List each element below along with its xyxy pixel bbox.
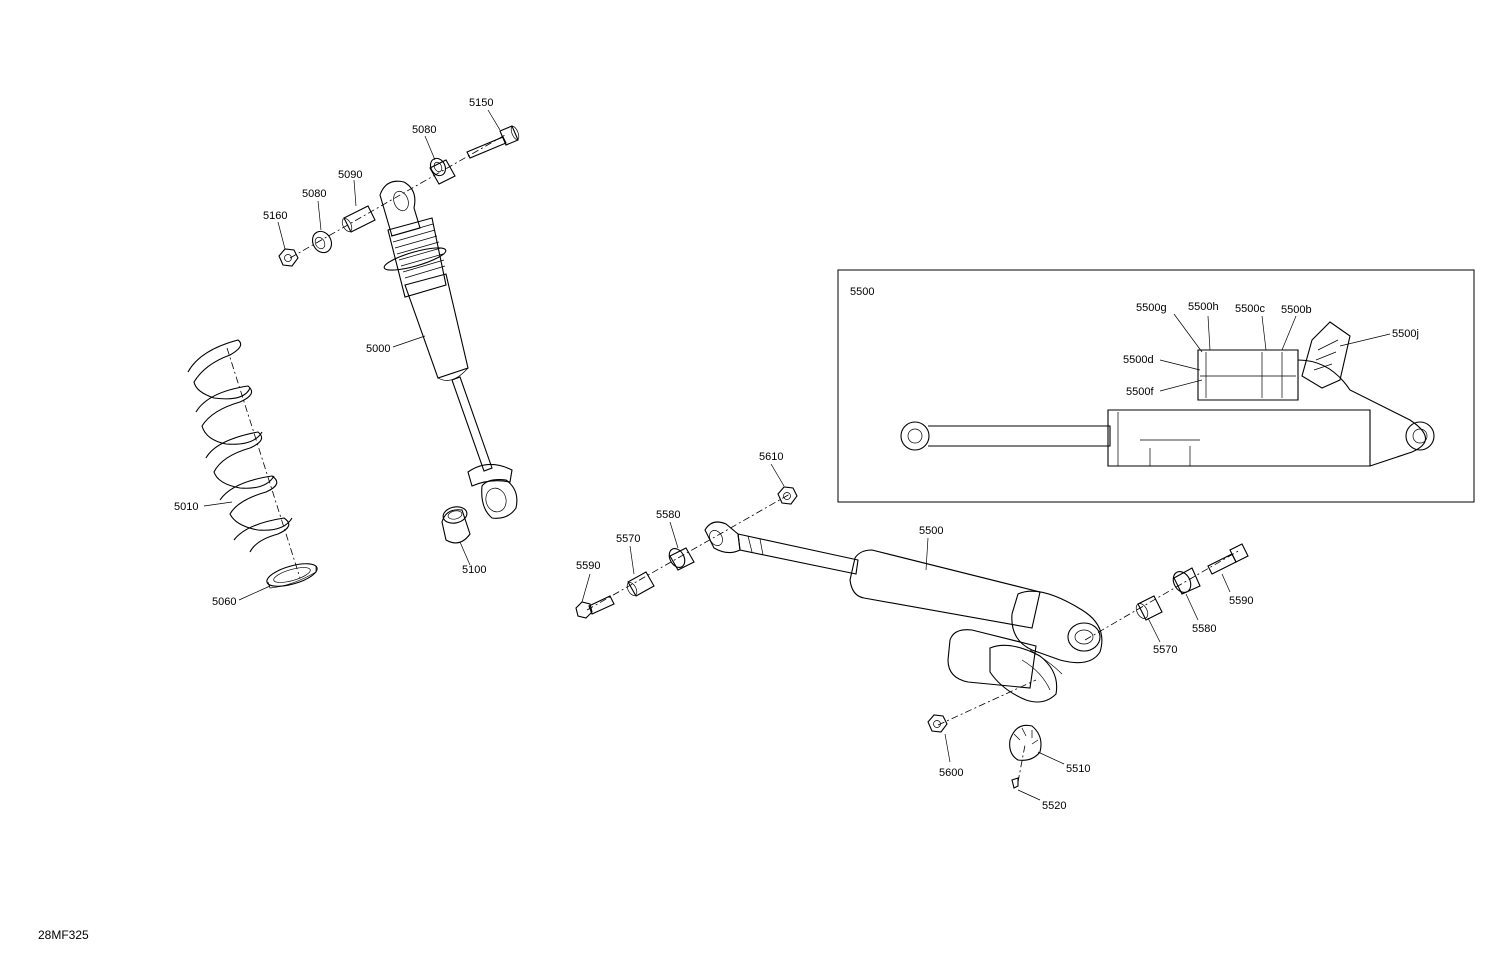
bolt-5590-right [1207,543,1249,575]
callout-5060: 5060 [212,596,236,608]
inset-callout-5500h: 5500h [1188,301,1219,313]
callout-5090: 5090 [338,169,362,181]
inset-callout-5500c: 5500c [1235,303,1265,315]
callout-5580-left: 5580 [656,509,680,521]
inset-callout-5500j: 5500j [1392,328,1419,340]
bushing-5080-lower [311,230,333,254]
screw-5520 [1011,777,1019,789]
callout-5010: 5010 [174,501,198,513]
shock-absorber-5500 [704,521,1103,703]
callout-5610: 5610 [759,451,783,463]
inset-callout-5500b: 5500b [1281,304,1312,316]
callout-5590-right: 5590 [1229,595,1253,607]
spring-5010 [187,339,293,553]
callout-5000: 5000 [366,343,390,355]
callout-5570-right: 5570 [1153,644,1177,656]
shock-absorber-5000 [379,180,518,519]
inset-callout-5500f: 5500f [1126,386,1154,398]
nut-5600 [927,714,948,733]
bushing-5100 [441,506,471,544]
inset-title-5500: 5500 [850,286,874,298]
callout-5510: 5510 [1066,763,1090,775]
callout-5600: 5600 [939,767,963,779]
callout-5570-left: 5570 [616,533,640,545]
nut-5160 [278,248,299,267]
sleeve-5570-left [626,571,655,597]
inset-callout-5500d: 5500d [1123,354,1154,366]
sleeve-5090 [341,205,376,233]
callout-5590-left: 5590 [576,560,600,572]
bolt-5590-left [575,595,615,619]
bolt-5150 [466,125,520,159]
figure-id: 28MF325 [38,928,89,942]
callout-5100: 5100 [462,564,486,576]
adjuster-knob-5510 [1009,724,1042,761]
callout-5080-lower: 5080 [302,188,326,200]
callout-5500: 5500 [919,525,943,537]
sleeve-5570-right [1135,595,1163,621]
inset-callout-5500g: 5500g [1136,302,1167,314]
spring-seat-5060 [266,563,318,589]
callout-5150: 5150 [469,97,493,109]
bushing-5580-left [668,547,695,571]
nut-5610 [777,486,798,505]
inset-5500-cutaway [837,269,1475,503]
callout-5580-right: 5580 [1192,623,1216,635]
callout-5160: 5160 [263,210,287,222]
callout-5080-upper: 5080 [412,124,436,136]
bushing-5080-upper [429,157,456,185]
callout-5520: 5520 [1042,800,1066,812]
bushing-5580-right [1172,567,1201,595]
